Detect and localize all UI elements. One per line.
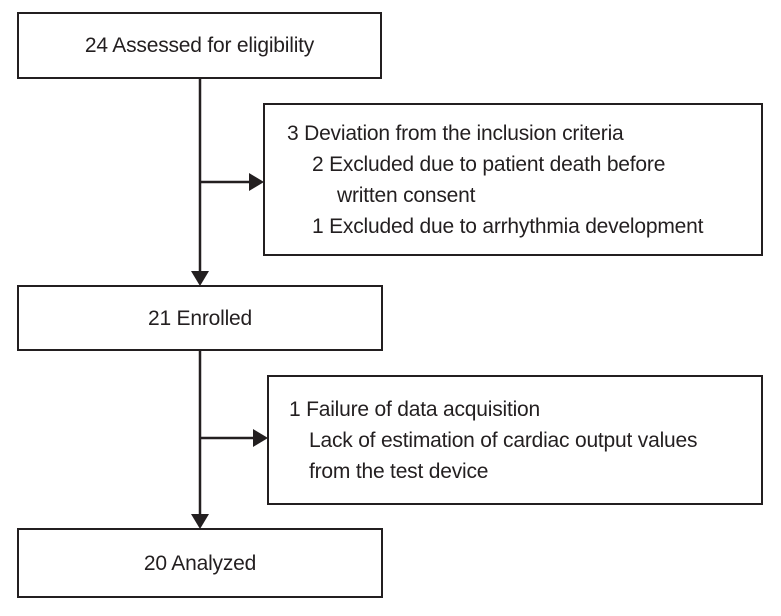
box-enrolled-label: 21 Enrolled [147,306,253,330]
exclusion1-line-2: 2 Excluded due to patient death before [312,152,666,176]
exclusion1-line-3: written consent [337,183,476,207]
arrow-assessed-to-enrolled-head [191,271,209,286]
box-exclusion-before-enrollment: 3 Deviation from the inclusion criteria … [263,103,763,256]
exclusion2-line-2: Lack of estimation of cardiac output val… [309,428,698,452]
arrow-branch-exclusion1-head [249,173,264,191]
arrow-branch-exclusion2-head [253,429,268,447]
exclusion1-line-1: 3 Deviation from the inclusion criteria [287,121,624,145]
box-analyzed: 20 Analyzed [17,528,383,598]
box-assessed-for-eligibility: 24 Assessed for eligibility [17,12,382,79]
exclusion2-line-1: 1 Failure of data acquisition [289,397,541,421]
box-exclusion-after-enrollment: 1 Failure of data acquisition Lack of es… [267,375,763,505]
arrow-enrolled-to-analyzed-head [191,514,209,529]
box-enrolled: 21 Enrolled [17,285,383,351]
exclusion1-line-4: 1 Excluded due to arrhythmia development [312,214,704,238]
box-analyzed-label: 20 Analyzed [143,551,257,575]
exclusion2-line-3: from the test device [309,459,489,483]
box-assessed-label: 24 Assessed for eligibility [84,34,315,57]
